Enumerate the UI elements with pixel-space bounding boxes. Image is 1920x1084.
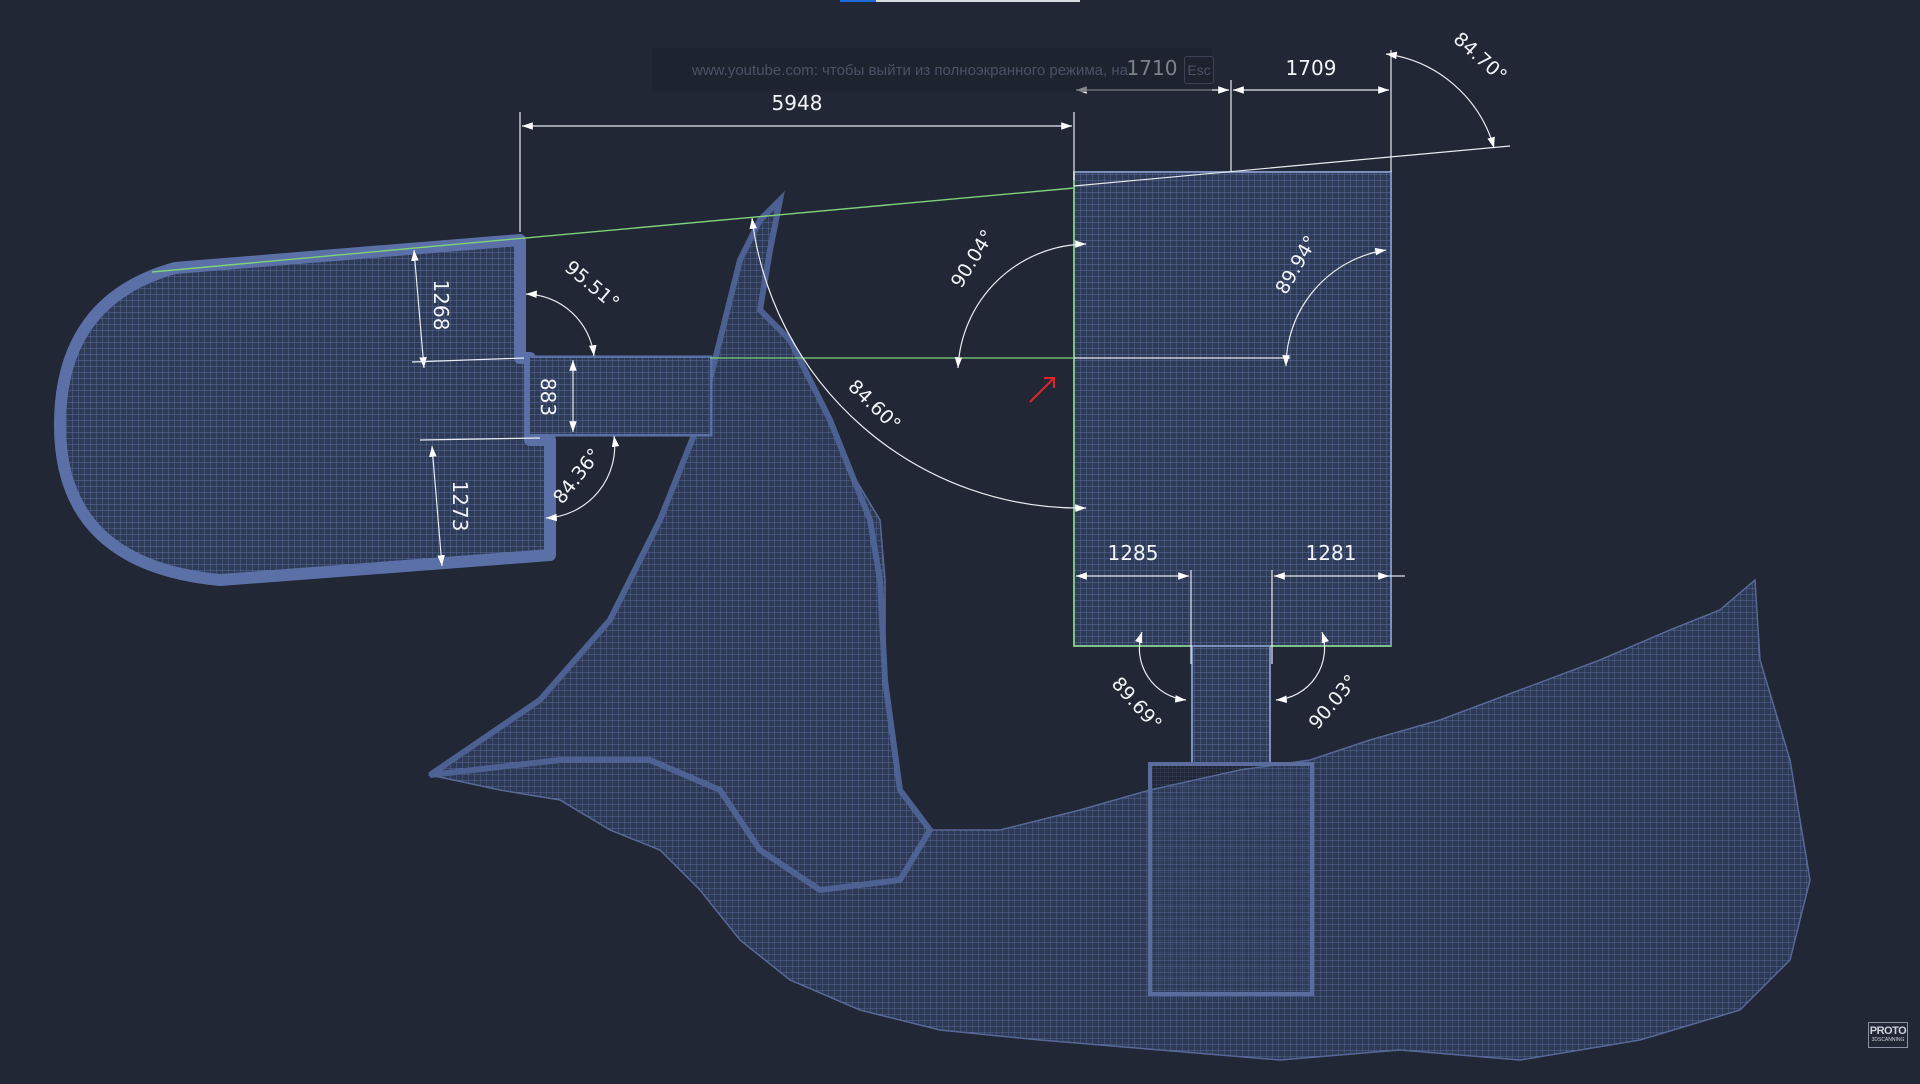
proto-logo: PROTO 3DSCANNING (1868, 1022, 1908, 1048)
dim-883-label: 883 (536, 378, 560, 416)
fullscreen-notice: www.youtube.com: чтобы выйти из полноэкр… (652, 48, 1212, 92)
dim-1709-label: 1709 (1286, 56, 1337, 80)
dim-1281-label: 1281 (1306, 541, 1357, 565)
left-capsule-mesh (54, 234, 713, 586)
fullscreen-notice-text: www.youtube.com: чтобы выйти из полноэкр… (692, 61, 1128, 79)
angle-89-69-label: 89.69° (1107, 673, 1166, 735)
angle-arcs (525, 51, 1495, 704)
angle-90-04-label: 90.04° (947, 226, 1000, 292)
angle-84-36-label: 84.36° (549, 444, 606, 508)
video-progress-fill (840, 0, 876, 2)
red-arrow-icon (1029, 377, 1055, 403)
esc-key-hint: Esc (1184, 56, 1214, 84)
dim-1268-label: 1268 (429, 280, 453, 331)
dim-1273-label: 1273 (448, 481, 472, 532)
video-progress-bar[interactable] (840, 0, 1080, 2)
dimension-lines (411, 50, 1511, 664)
angle-84-60-label: 84.60° (844, 376, 905, 436)
angle-84-70-label: 84.70° (1449, 28, 1511, 87)
angle-95-51-label: 95.51° (560, 256, 623, 314)
logo-line1: PROTO (1869, 1025, 1907, 1037)
dim-1285-label: 1285 (1108, 541, 1159, 565)
dim-5948-label: 5948 (772, 91, 823, 115)
logo-line2: 3DSCANNING (1871, 1037, 1905, 1043)
